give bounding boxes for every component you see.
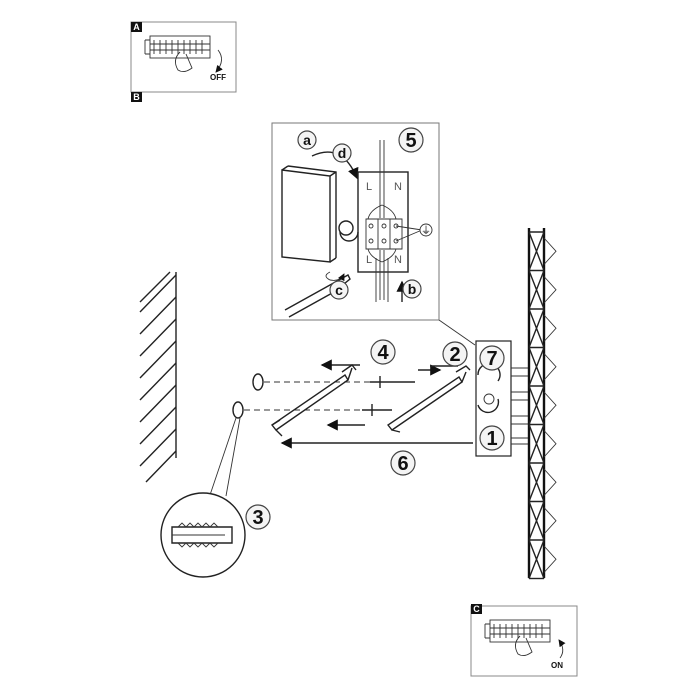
- panel-tag-c: C: [473, 604, 480, 614]
- terminal-l-top: L: [366, 181, 372, 193]
- crystal-prism: [543, 545, 557, 573]
- fixture-cell: [528, 231, 545, 271]
- wall-plug-icon: [171, 522, 233, 548]
- crystal-prism: [543, 430, 557, 458]
- ground-symbol: ⏚: [421, 225, 431, 237]
- panel-tag-b: B: [133, 92, 140, 102]
- callout-b: b: [408, 281, 417, 297]
- switch-off-panel: A B OFF: [130, 21, 237, 102]
- off-arrow-icon: [215, 49, 223, 73]
- step-5: 5: [405, 130, 416, 152]
- breaker-panel-icon: [144, 35, 211, 73]
- panel-tag-a: A: [133, 22, 140, 32]
- wall-plug-hole-bottom: [232, 401, 244, 419]
- on-arrow-icon: [558, 639, 566, 659]
- crystal-prism: [543, 468, 557, 496]
- junction-cover: [281, 165, 337, 263]
- breaker-panel-icon: [484, 619, 551, 657]
- step-6: 6: [397, 453, 408, 475]
- crystal-prism: [543, 314, 557, 342]
- light-fixture: [527, 228, 557, 580]
- callout-d: d: [338, 145, 347, 161]
- step-4: 4: [377, 342, 389, 364]
- fixture-cell: [528, 462, 545, 502]
- terminal-n-bottom: N: [394, 254, 402, 266]
- callout-a: a: [303, 132, 311, 148]
- alignment-dashed-lines: [244, 381, 395, 411]
- step-2: 2: [449, 344, 460, 366]
- crystal-prism: [543, 276, 557, 304]
- terminal-block: L N L N ⏚: [338, 140, 433, 302]
- wall-plug-magnifier: [160, 417, 246, 578]
- off-label: OFF: [210, 73, 226, 82]
- crystal-prism: [543, 391, 557, 419]
- crystal-prism: [543, 237, 557, 265]
- step-7: 7: [486, 348, 497, 370]
- screw-head-icon: [483, 393, 495, 405]
- fixture-cell: [528, 539, 545, 579]
- terminal-n-top: N: [394, 181, 402, 193]
- switch-on-panel: C ON: [470, 604, 578, 677]
- wall-icon: [139, 271, 177, 483]
- wall-plug-hole-top: [252, 373, 264, 391]
- callout-c: c: [335, 282, 343, 298]
- fixture-cell: [528, 269, 545, 310]
- mounting-bracket-right: [386, 365, 471, 433]
- step-3: 3: [252, 507, 263, 529]
- crystal-prism: [543, 353, 557, 381]
- on-label: ON: [551, 661, 563, 670]
- wiring-detail-box: L N L N ⏚ a d c b 5: [271, 122, 476, 346]
- terminal-l-bottom: L: [366, 254, 372, 266]
- fixture-cell: [528, 385, 545, 425]
- fixture-cell: [528, 308, 545, 348]
- screw-arrow: [400, 370, 440, 383]
- screw-icon: [362, 376, 400, 416]
- fixture-cell: [528, 500, 545, 541]
- ground-icon: [419, 223, 433, 237]
- step-1: 1: [486, 428, 497, 450]
- fixture-cell: [528, 346, 545, 387]
- fixture-cell: [528, 423, 545, 464]
- crystal-prism: [543, 507, 557, 535]
